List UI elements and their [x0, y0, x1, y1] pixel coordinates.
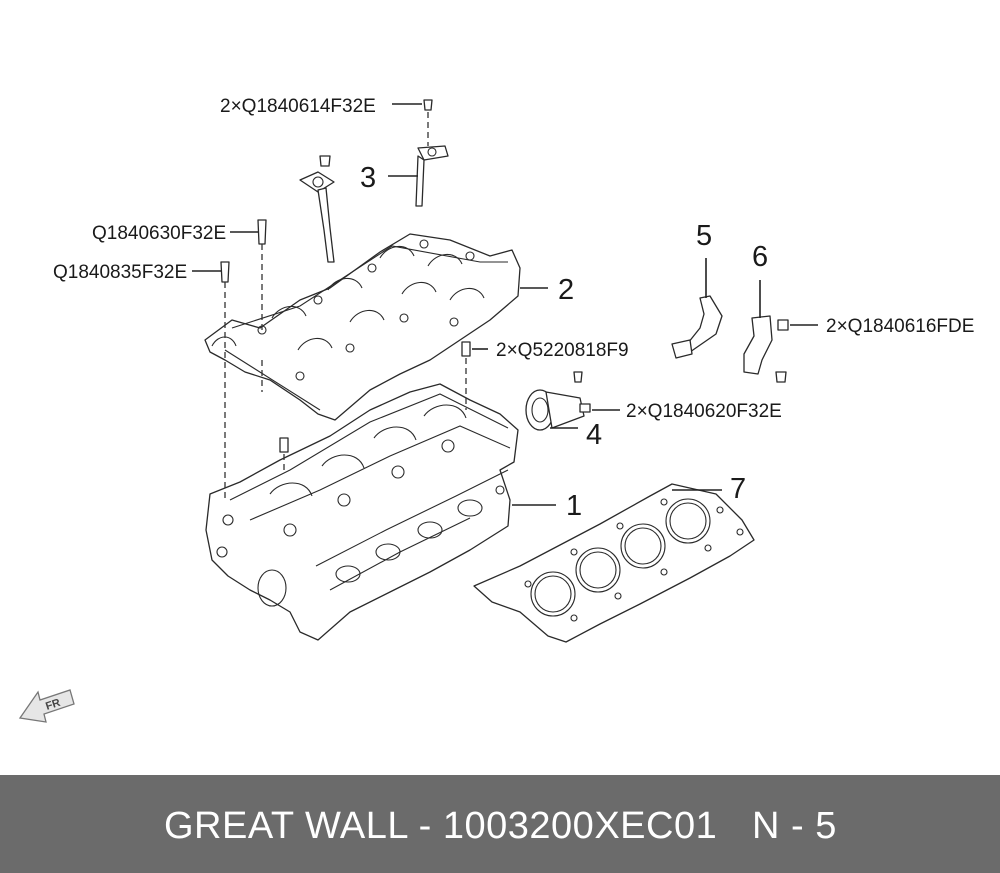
footer-bar: GREAT WALL - 1003200XEC01 N - 5 [0, 775, 1000, 873]
front-direction-arrow-icon: FR [18, 689, 75, 723]
part-1-cylinder-head [205, 383, 519, 641]
part-number-5: 5 [696, 220, 712, 252]
exploded-parts-diagram: 2×Q1840614F32E Q1840630F32E Q1840835F32E… [18, 96, 974, 723]
part-5-hose [671, 295, 723, 359]
part-number-3: 3 [360, 162, 376, 194]
leader-lines [192, 103, 818, 506]
part-number-4: 4 [586, 419, 602, 451]
footer-page: N - 5 [752, 805, 837, 847]
callout-bolt-2a: Q1840630F32E [92, 223, 226, 244]
part-2-cam-carrier [204, 219, 521, 421]
callout-bolt-3: 2×Q1840614F32E [220, 96, 376, 117]
callout-bolt-4: 2×Q1840620F32E [626, 401, 782, 422]
part-number-6: 6 [752, 241, 768, 273]
callout-bolt-6: 2×Q1840616FDE [826, 316, 974, 337]
part-6-hose [743, 315, 789, 383]
callout-dowel: 2×Q5220818F9 [496, 340, 629, 361]
part-number-7: 7 [730, 473, 746, 505]
part-3-tubes [299, 99, 449, 263]
alignment-dashes [224, 112, 467, 500]
callout-bolt-2b: Q1840835F32E [53, 262, 187, 283]
part-number-1: 1 [566, 490, 582, 522]
direction-badge: FR [44, 697, 62, 713]
part-4-outlet-housing [525, 371, 591, 431]
part-number-2: 2 [558, 274, 574, 306]
footer-title: GREAT WALL - 1003200XEC01 [164, 805, 718, 847]
part-7-head-gasket [473, 483, 755, 643]
dowel-pins [279, 341, 471, 453]
